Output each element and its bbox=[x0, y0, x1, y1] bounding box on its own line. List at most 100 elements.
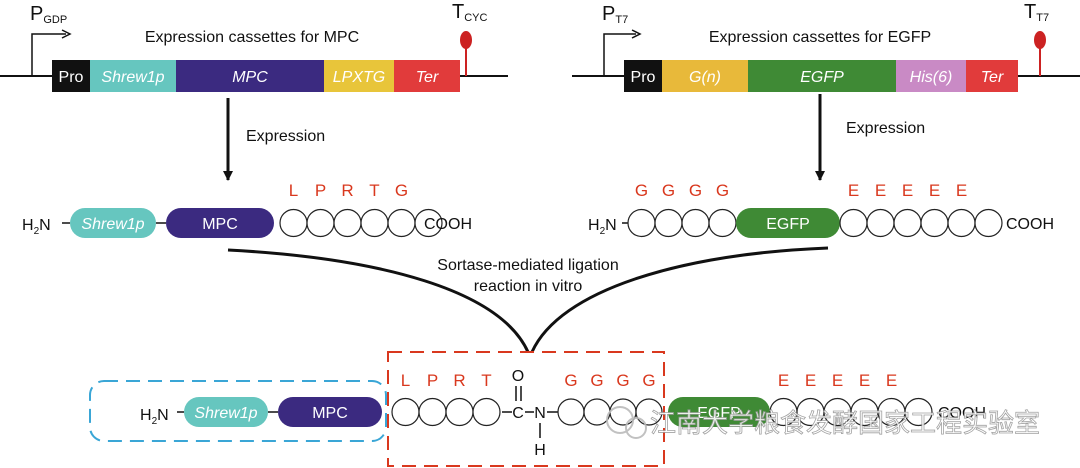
left-segment-shrew1p bbox=[90, 60, 176, 92]
left-residue-circle bbox=[387, 208, 416, 238]
product-c-terminus: COOH bbox=[938, 405, 986, 422]
right-g-residue-letter: G bbox=[716, 181, 729, 200]
amide-hydrogen: H bbox=[534, 442, 546, 459]
product-lprt-residue-letter: T bbox=[481, 371, 491, 390]
product-lprt-residue-letter: L bbox=[401, 371, 410, 390]
left-segment-pro bbox=[52, 60, 90, 92]
product-e-residue-letter: E bbox=[859, 371, 870, 390]
product-lprt-circles bbox=[391, 397, 501, 427]
left-shrew1p-label: Shrew1p bbox=[81, 216, 144, 233]
product-egfp-domain bbox=[668, 397, 770, 427]
left-residue-letter: R bbox=[341, 181, 353, 200]
right-segment-egfp bbox=[748, 60, 896, 92]
product-anchor-box bbox=[89, 380, 387, 442]
product-lprt-residue-circle bbox=[418, 397, 447, 427]
left-segment-label: LPXTG bbox=[333, 69, 385, 86]
right-c-terminus: COOH bbox=[1006, 216, 1054, 233]
right-e-residue-letter: E bbox=[875, 181, 886, 200]
left-residue-circle bbox=[360, 208, 389, 238]
right-promoter-arrow-icon bbox=[603, 33, 636, 76]
right-e-residue-circle bbox=[974, 208, 1003, 238]
left-terminator-label: TCYC bbox=[452, 1, 487, 24]
right-expression-label: Expression bbox=[846, 120, 925, 137]
right-segment-his6 bbox=[896, 60, 966, 92]
right-egfp-domain bbox=[736, 208, 840, 238]
right-g-residue-letter: G bbox=[662, 181, 675, 200]
product-shrew1p-label: Shrew1p bbox=[194, 405, 257, 422]
right-e-residue-circle bbox=[839, 208, 868, 238]
product-lprt-residue-circle bbox=[472, 397, 501, 427]
left-mpc-domain bbox=[166, 208, 274, 238]
right-e-residue-letter: E bbox=[929, 181, 940, 200]
right-terminator-icon bbox=[1034, 31, 1046, 49]
right-segment-label: His(6) bbox=[910, 69, 953, 86]
product-g-residue-letter: G bbox=[642, 371, 655, 390]
wechat-logo-icon bbox=[606, 406, 634, 434]
product-egfp-label: EGFP bbox=[697, 405, 741, 422]
right-segment-pro bbox=[624, 60, 662, 92]
product-n-terminus: H2N bbox=[140, 407, 169, 427]
product-ligation-site-box bbox=[387, 351, 665, 467]
left-residue-letter: L bbox=[289, 181, 298, 200]
left-cassette-title: Expression cassettes for MPC bbox=[145, 29, 359, 46]
right-terminator-label: TT7 bbox=[1024, 1, 1049, 24]
product-e-residue-letter: E bbox=[886, 371, 897, 390]
left-terminator-icon bbox=[460, 31, 472, 49]
right-e-circles bbox=[839, 208, 1003, 238]
left-residue-letter: T bbox=[369, 181, 379, 200]
product-g-circles bbox=[557, 398, 663, 426]
left-residue-circle bbox=[279, 208, 308, 238]
left-mpc-label: MPC bbox=[202, 216, 238, 233]
product-e-residue-circle bbox=[904, 397, 933, 427]
product-mpc-label: MPC bbox=[312, 405, 348, 422]
left-segment-label: Ter bbox=[416, 69, 439, 86]
right-e-residue-letter: E bbox=[848, 181, 859, 200]
left-residue-letter: G bbox=[395, 181, 408, 200]
right-g-circles bbox=[627, 208, 737, 238]
right-segment-ter bbox=[966, 60, 1018, 92]
watermark: 江南大学粮食发酵国家工程实验室 bbox=[606, 406, 1040, 439]
left-promoter-arrow-icon bbox=[31, 33, 66, 76]
left-segment-label: MPC bbox=[232, 69, 268, 86]
right-e-residue-letter: E bbox=[902, 181, 913, 200]
product-lprt-residue-letter: R bbox=[453, 371, 465, 390]
left-segment-ter bbox=[394, 60, 460, 92]
left-shrew1p-domain bbox=[70, 208, 156, 238]
left-c-terminus: COOH bbox=[424, 216, 472, 233]
right-ligation-curve bbox=[530, 246, 829, 353]
right-e-residue-circle bbox=[947, 208, 976, 238]
right-segment-label: Ter bbox=[981, 69, 1004, 86]
right-g-residue-circle bbox=[681, 208, 710, 238]
product-e-residue-letter: E bbox=[832, 371, 843, 390]
right-cassette-title: Expression cassettes for EGFP bbox=[709, 29, 931, 46]
carbonyl-oxygen: O bbox=[512, 368, 524, 385]
product-g-residue-circle bbox=[557, 398, 585, 426]
right-egfp-label: EGFP bbox=[766, 216, 810, 233]
right-segment-label: G(n) bbox=[689, 69, 721, 86]
left-ligation-curve bbox=[227, 248, 530, 353]
right-g-residue-circle bbox=[654, 208, 683, 238]
left-residue-circle bbox=[306, 208, 335, 238]
product-lprt-residue-letter: P bbox=[427, 371, 438, 390]
left-n-terminus: H2N bbox=[22, 217, 51, 237]
right-e-residue-circle bbox=[893, 208, 922, 238]
right-g-residue-circle bbox=[708, 208, 737, 238]
right-promoter-label: PT7 bbox=[602, 3, 628, 26]
left-expression-label: Expression bbox=[246, 128, 325, 145]
product-e-residue-letter: E bbox=[778, 371, 789, 390]
ligation-text-line1: Sortase-mediated ligation bbox=[437, 257, 618, 274]
ligation-text-line2: reaction in vitro bbox=[474, 278, 583, 295]
product-g-residue-letter: G bbox=[564, 371, 577, 390]
right-cassette: PT7 Expression cassettes for EGFP Pro G(n… bbox=[572, 1, 1080, 92]
right-segment-label: Pro bbox=[631, 69, 656, 86]
right-g-residue-circle bbox=[627, 208, 656, 238]
